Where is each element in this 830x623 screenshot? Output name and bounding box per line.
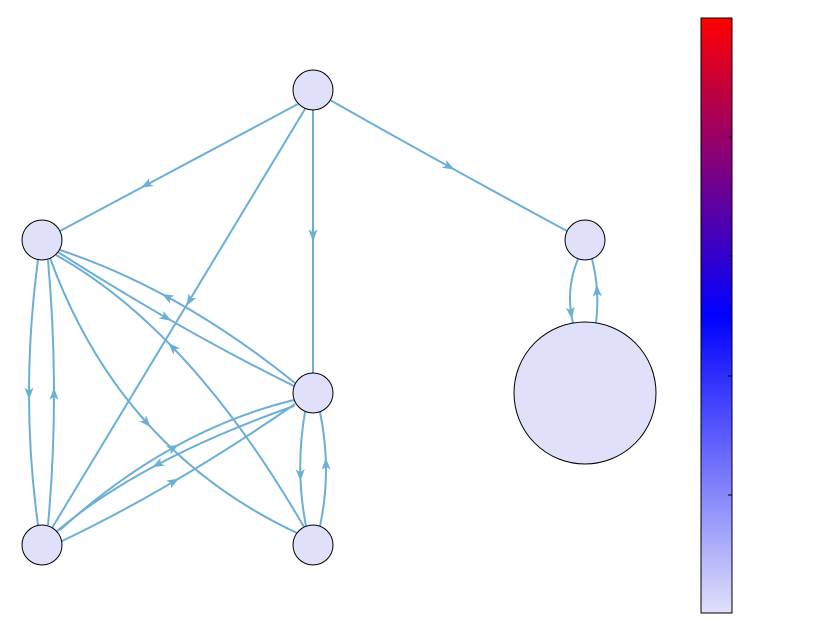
edge-n2-to-n4 [57,251,295,387]
node-n7 [513,321,657,465]
edge-n4-to-n6 [299,411,307,527]
node-n5 [564,219,606,261]
edges-layer [28,99,599,543]
nodes-layer [21,69,657,566]
arrowhead-icon [24,387,34,400]
arrowhead-icon [49,387,59,400]
colorbar-ticks [728,136,732,496]
node-n3 [21,524,63,566]
arrowhead-icon [295,469,305,482]
arrowhead-icon [168,342,180,355]
edge-n1-to-n3 [51,108,306,529]
edge-n6-to-n2 [55,254,305,528]
arrowhead-icon [161,293,175,304]
arrowhead-icon [565,306,575,320]
edge-n1-to-n2 [59,103,299,232]
colorbar-gradient [701,18,732,613]
edge-n6-to-n4 [319,411,327,527]
node-n1 [292,69,334,111]
colorbar [700,17,733,614]
arrowhead-icon [139,415,151,428]
arrowhead-icon [441,159,455,170]
arrowhead-icon [308,229,318,242]
arrowhead-icon [592,284,602,297]
arrowhead-icon [152,457,165,468]
arrowhead-icon [166,444,179,455]
node-n2 [21,219,63,261]
colorbar-frame [700,17,733,614]
node-n6 [292,524,334,566]
arrowhead-icon [140,178,154,188]
edge-n4-to-n2 [59,249,296,384]
edge-n3-to-n6 [59,403,296,543]
node-n4 [292,372,334,414]
arrowheads-layer [24,159,602,489]
arrowhead-icon [186,293,197,306]
arrowhead-icon [158,310,172,321]
arrowhead-icon [321,457,331,470]
arrowhead-icon [166,478,179,489]
